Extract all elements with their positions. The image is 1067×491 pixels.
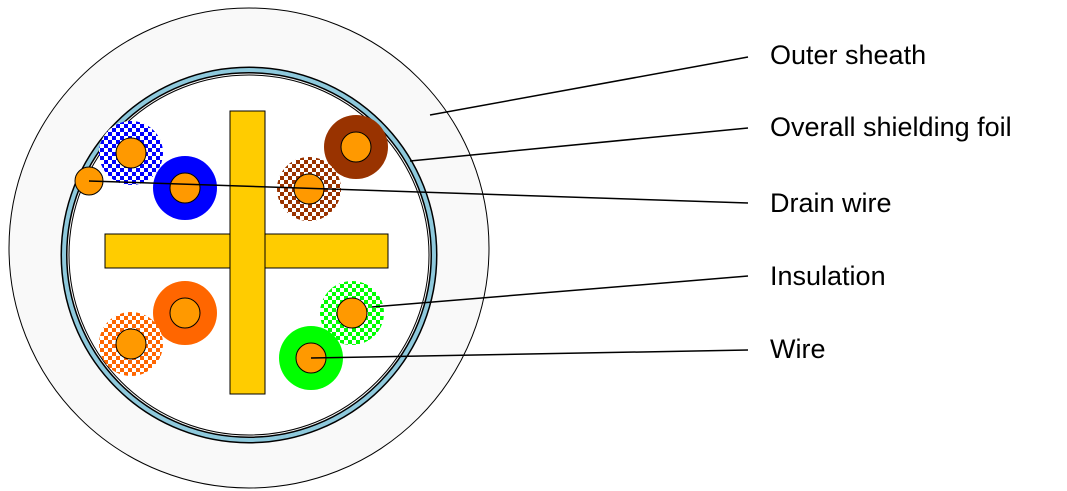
label-overall-shielding-foil: Overall shielding foil [770,112,1012,142]
leader-shielding-foil [409,127,749,162]
wire-green-white [320,281,384,345]
wire-orange-white [99,312,163,376]
label-wire: Wire [770,334,826,364]
cross-separator-vertical [229,110,266,395]
leader-wire [310,349,749,359]
wire-blue-white [99,121,163,185]
leader-outer-sheath [429,56,749,116]
leader-insulation [371,275,749,308]
leader-lines [88,56,749,359]
wire-blue [153,156,217,220]
leader-drain-wire [88,180,749,204]
label-drain-wire: Drain wire [770,188,892,218]
wire-orange [153,281,217,345]
label-outer-sheath: Outer sheath [770,40,926,70]
wire-brown [324,115,388,179]
label-insulation: Insulation [770,261,886,291]
